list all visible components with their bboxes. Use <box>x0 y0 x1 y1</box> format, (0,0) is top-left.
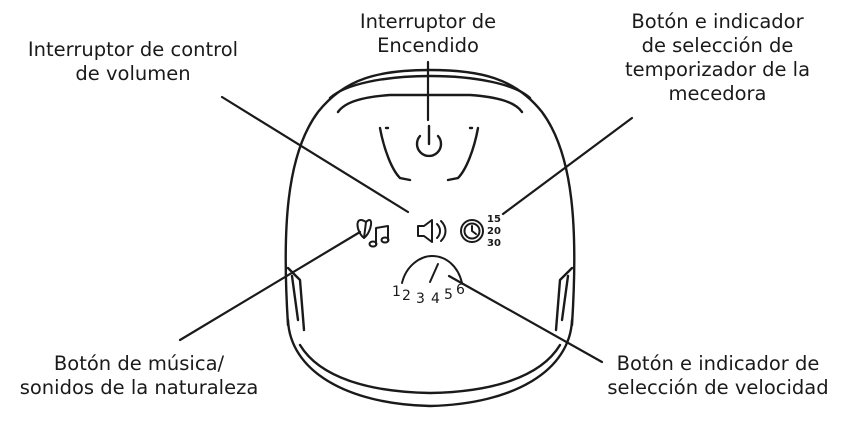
timer-clock-icon[interactable] <box>460 219 484 243</box>
power-bracket-left <box>378 126 412 182</box>
speed-number-4: 4 <box>431 291 440 307</box>
device-base-outline <box>286 318 574 408</box>
leader-line-music <box>178 230 362 342</box>
speed-number-2: 2 <box>402 288 411 304</box>
device-base-rim <box>298 343 562 395</box>
power-icon[interactable] <box>415 124 443 158</box>
label-timer-button: Botón e indicador de selección de tempor… <box>590 10 845 106</box>
speed-number-6: 6 <box>456 282 465 298</box>
timer-value-15: 15 <box>487 214 501 225</box>
speed-dial-icon[interactable] <box>401 255 463 284</box>
device-top-ridge <box>336 93 524 114</box>
label-speed-button: Botón e indicador de selección de veloci… <box>588 352 848 400</box>
leader-line-volume <box>220 95 410 214</box>
speed-number-1: 1 <box>392 284 401 300</box>
volume-icon[interactable] <box>417 219 447 243</box>
label-power-line-2: Encendido <box>377 34 479 57</box>
speed-number-5: 5 <box>444 287 453 303</box>
label-timer-line-4: mecedora <box>668 82 767 105</box>
label-volume-line-2: de volumen <box>75 62 191 85</box>
device-body-outline <box>284 68 576 327</box>
label-power-switch: Interruptor de Encendido <box>333 10 523 58</box>
timer-value-30: 30 <box>487 238 501 249</box>
speed-number-3: 3 <box>416 291 425 307</box>
power-bracket-right <box>446 126 480 182</box>
label-power-line-1: Interruptor de <box>359 10 497 33</box>
nature-leaf-icon[interactable] <box>356 219 372 239</box>
leader-line-speed <box>447 274 604 364</box>
timer-value-20: 20 <box>487 226 501 237</box>
label-volume-switch: Interruptor de control de volumen <box>2 38 264 86</box>
leader-line-timer <box>501 116 634 216</box>
label-timer-line-3: temporizador de la <box>624 58 811 81</box>
music-note-icon[interactable] <box>368 225 390 248</box>
label-timer-line-1: Botón e indicador <box>631 10 804 33</box>
label-speed-line-1: Botón e indicador de <box>616 352 820 375</box>
label-speed-line-2: selección de velocidad <box>607 376 829 399</box>
label-timer-line-2: de selección de <box>641 34 794 57</box>
label-music-line-1: Botón de música/ <box>53 352 225 375</box>
label-music-button: Botón de música/ sonidos de la naturalez… <box>4 352 274 400</box>
label-music-line-2: sonidos de la naturaleza <box>19 376 259 399</box>
label-volume-line-1: Interruptor de control <box>27 38 239 61</box>
